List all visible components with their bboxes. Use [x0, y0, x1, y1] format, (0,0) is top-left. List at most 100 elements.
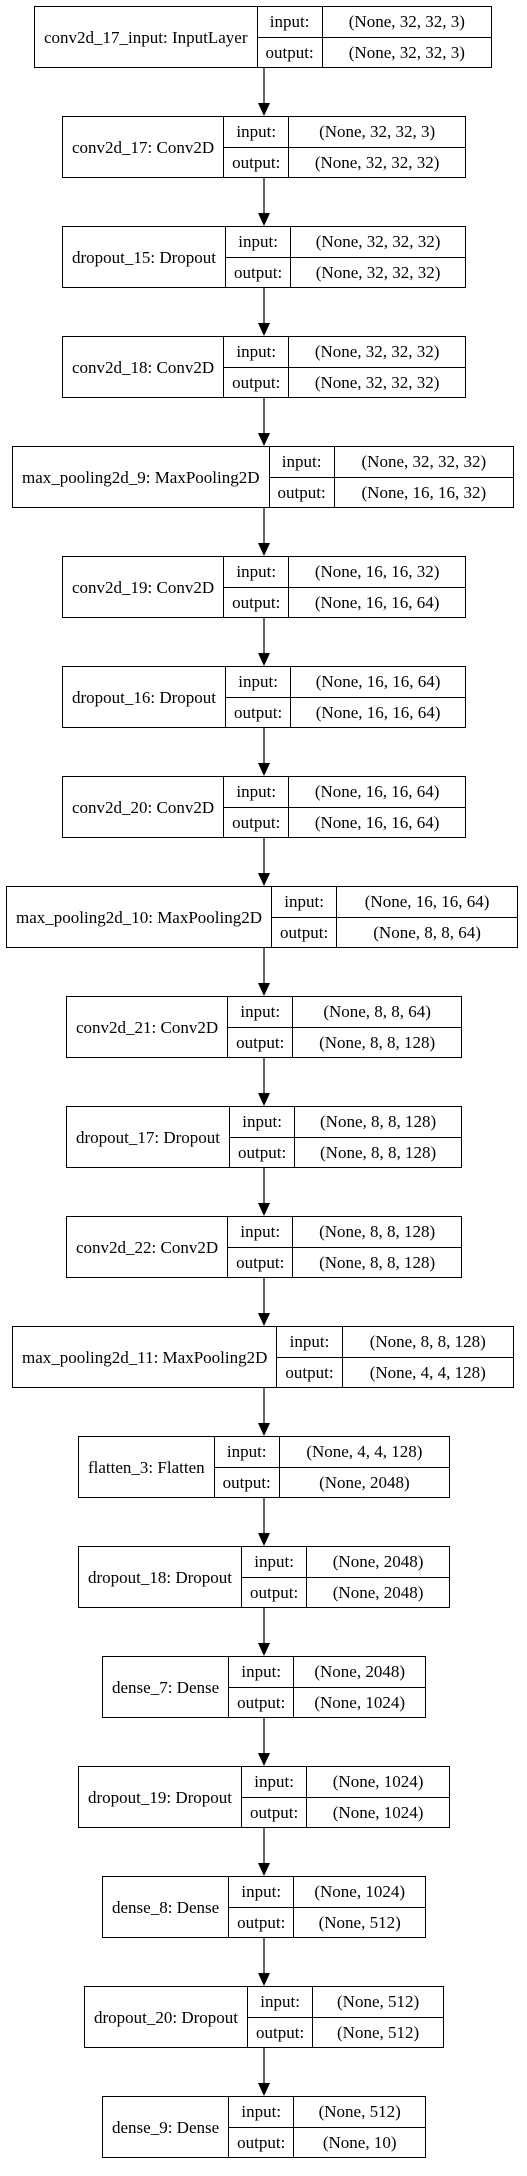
shape-values: (None, 32, 32, 32)(None, 32, 32, 32): [291, 227, 465, 287]
layer-name: dropout_18: Dropout: [79, 1547, 243, 1607]
output-shape-value: (None, 2048): [279, 1466, 449, 1498]
layer-node: conv2d_22: Conv2D input: output:(None, 8, …: [66, 1216, 462, 1278]
output-port-label: output:: [269, 476, 334, 508]
output-port-label: output:: [224, 806, 289, 838]
port-labels: input: output:: [229, 2097, 295, 2158]
output-port-label: output:: [229, 2126, 294, 2158]
input-shape-value: (None, 512): [337, 1992, 420, 2012]
input-port-label: input:: [254, 1772, 294, 1792]
shape-values: (None, 2048)(None, 2048): [307, 1547, 449, 1607]
shape-values: (None, 16, 16, 64)(None, 8, 8, 64): [337, 887, 517, 947]
output-port-label: output:: [229, 1686, 294, 1718]
output-port-label: output:: [242, 1796, 307, 1828]
input-port-label: input:: [236, 562, 277, 582]
layer-name: dense_8: Dense: [103, 1877, 230, 1937]
layer-name: dropout_19: Dropout: [79, 1767, 243, 1827]
output-shape-value: (None, 1024): [294, 1686, 425, 1718]
input-port-label: input:: [236, 122, 277, 142]
output-shape-value: (None, 1024): [307, 1796, 449, 1828]
edge-arrow: [258, 1608, 270, 1656]
output-port-label: output:: [272, 916, 337, 948]
input-shape-value: (None, 512): [318, 2102, 401, 2122]
output-port-label: output:: [214, 1466, 279, 1498]
shape-values: (None, 512)(None, 10): [294, 2097, 425, 2157]
port-labels: input: output:: [248, 1987, 314, 2048]
shape-values: (None, 8, 8, 128)(None, 8, 8, 128): [295, 1107, 461, 1167]
port-labels: input:output:: [228, 997, 294, 1058]
output-shape-value: (None, 16, 16, 64): [291, 696, 465, 728]
input-port-label: input:: [236, 342, 277, 362]
output-shape-value: (None, 16, 16, 32): [334, 476, 513, 508]
output-shape-value: (None, 2048): [307, 1576, 449, 1608]
shape-values: (None, 32, 32, 3)(None, 32, 32, 32): [289, 117, 465, 177]
input-shape-value: (None, 16, 16, 32): [314, 562, 440, 582]
output-shape-value: (None, 8, 8, 128): [293, 1026, 461, 1058]
layer-name: dropout_16: Dropout: [63, 667, 227, 727]
port-labels: input: output:: [229, 1657, 295, 1718]
layer-name: dense_7: Dense: [103, 1657, 230, 1717]
edge-arrow: [258, 948, 270, 996]
input-port-label: input:: [238, 232, 278, 252]
output-port-label: output:: [248, 2016, 313, 2048]
output-port-label: output:: [229, 1906, 294, 1938]
input-port-label: input:: [240, 1222, 281, 1242]
input-port-label: input:: [281, 452, 322, 472]
output-shape-value: (None, 8, 8, 64): [337, 916, 517, 948]
layer-name: dense_9: Dense: [103, 2097, 230, 2157]
shape-values: (None, 32, 32, 32)(None, 16, 16, 32): [334, 447, 513, 508]
edge-arrow: [258, 1058, 270, 1106]
layer-name: flatten_3: Flatten: [79, 1437, 215, 1497]
layer-name: conv2d_22: Conv2D: [67, 1217, 229, 1277]
shape-values: (None, 32, 32, 32)(None, 32, 32, 32): [289, 337, 465, 397]
edge-arrow: [258, 68, 270, 116]
port-labels: input:output:: [224, 337, 290, 397]
output-shape-value: (None, 32, 32, 3): [322, 36, 491, 68]
shape-values: (None, 8, 8, 128)(None, 8, 8, 128): [293, 1217, 461, 1277]
edge-arrow: [258, 2048, 270, 2096]
input-shape-value: (None, 32, 32, 32): [314, 342, 440, 362]
input-shape-value: (None, 8, 8, 64): [323, 1002, 431, 1022]
edge-arrow: [258, 728, 270, 776]
port-labels: input: output:: [226, 227, 292, 288]
input-port-label: input:: [241, 1662, 282, 1682]
input-shape-value: (None, 16, 16, 64): [314, 782, 440, 802]
shape-values: (None, 8, 8, 64) (None, 8, 8, 128): [293, 997, 461, 1057]
edge-arrow: [258, 618, 270, 666]
port-labels: input:output:: [226, 667, 292, 728]
output-shape-value: (None, 32, 32, 32): [289, 146, 465, 178]
input-port-label: input:: [241, 2102, 282, 2122]
input-port-label: input:: [242, 1112, 282, 1132]
port-labels: input: output:: [228, 1217, 294, 1278]
layer-name: conv2d_19: Conv2D: [63, 557, 225, 617]
port-labels: input:output:: [277, 1327, 343, 1387]
port-labels: input:output:: [229, 1877, 295, 1938]
input-shape-value: (None, 2048): [314, 1662, 405, 1682]
edge-arrow: [258, 1168, 270, 1216]
output-port-label: output:: [226, 256, 291, 288]
edge-arrow: [258, 1938, 270, 1986]
input-shape-value: (None, 32, 32, 3): [348, 12, 465, 32]
input-port-label: input:: [260, 1992, 300, 2012]
layer-name: conv2d_18: Conv2D: [63, 337, 225, 397]
output-port-label: output:: [242, 1576, 307, 1608]
layer-node: dense_7: Dense input: output: (None, 2048) (…: [102, 1656, 426, 1718]
output-port-label: output:: [224, 146, 289, 178]
output-port-label: output:: [226, 696, 291, 728]
output-port-label: output:: [230, 1136, 295, 1168]
output-port-label: output:: [228, 1246, 293, 1278]
port-labels: input: output:: [269, 447, 335, 508]
output-port-label: output:: [228, 1026, 293, 1058]
